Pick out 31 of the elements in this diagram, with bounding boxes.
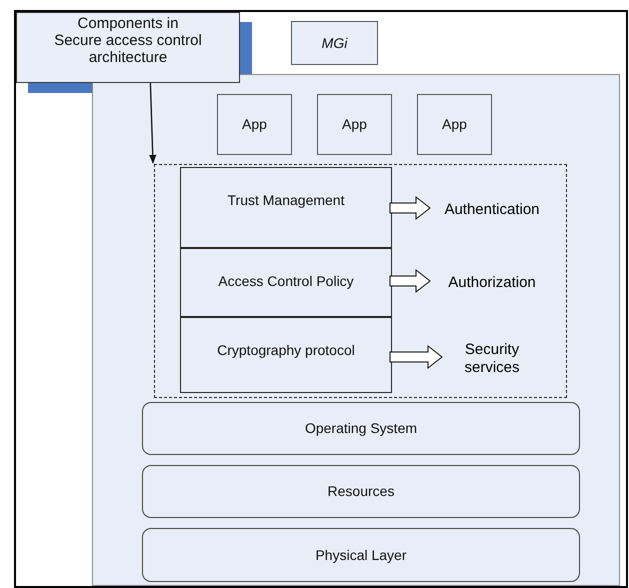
dotted-group-box <box>154 164 567 398</box>
block-arrow <box>390 344 443 370</box>
label-text: Cryptography protocol <box>216 342 356 359</box>
label-text: App <box>241 116 268 133</box>
layer-box <box>142 402 580 455</box>
label-text: App <box>441 116 468 133</box>
app-box <box>417 94 492 155</box>
label-text: Access Control Policy <box>217 273 355 290</box>
label-text: Components in Secure access control architecture <box>53 15 203 66</box>
arrow <box>149 82 156 164</box>
title-box <box>291 21 378 65</box>
label-text: Operating System <box>304 420 418 437</box>
layer-box <box>142 528 580 582</box>
label-text: Resources <box>326 483 396 500</box>
component-box <box>180 167 392 248</box>
block-arrow <box>390 196 431 220</box>
platform-panel <box>92 74 620 586</box>
callout-box <box>16 12 240 83</box>
label-text: App <box>341 116 368 133</box>
layer-box <box>142 465 580 518</box>
service-label: Authentication <box>430 197 554 223</box>
service-label: Security services <box>442 338 542 380</box>
app-box <box>217 94 292 155</box>
label-text: Trust Management <box>226 192 346 209</box>
label-text: Physical Layer <box>314 546 408 564</box>
label-text: MGi <box>320 34 349 52</box>
component-box <box>180 317 392 393</box>
app-box <box>317 94 392 155</box>
component-box <box>180 248 392 317</box>
service-label: Authorization <box>430 270 554 296</box>
block-arrow <box>390 268 431 294</box>
